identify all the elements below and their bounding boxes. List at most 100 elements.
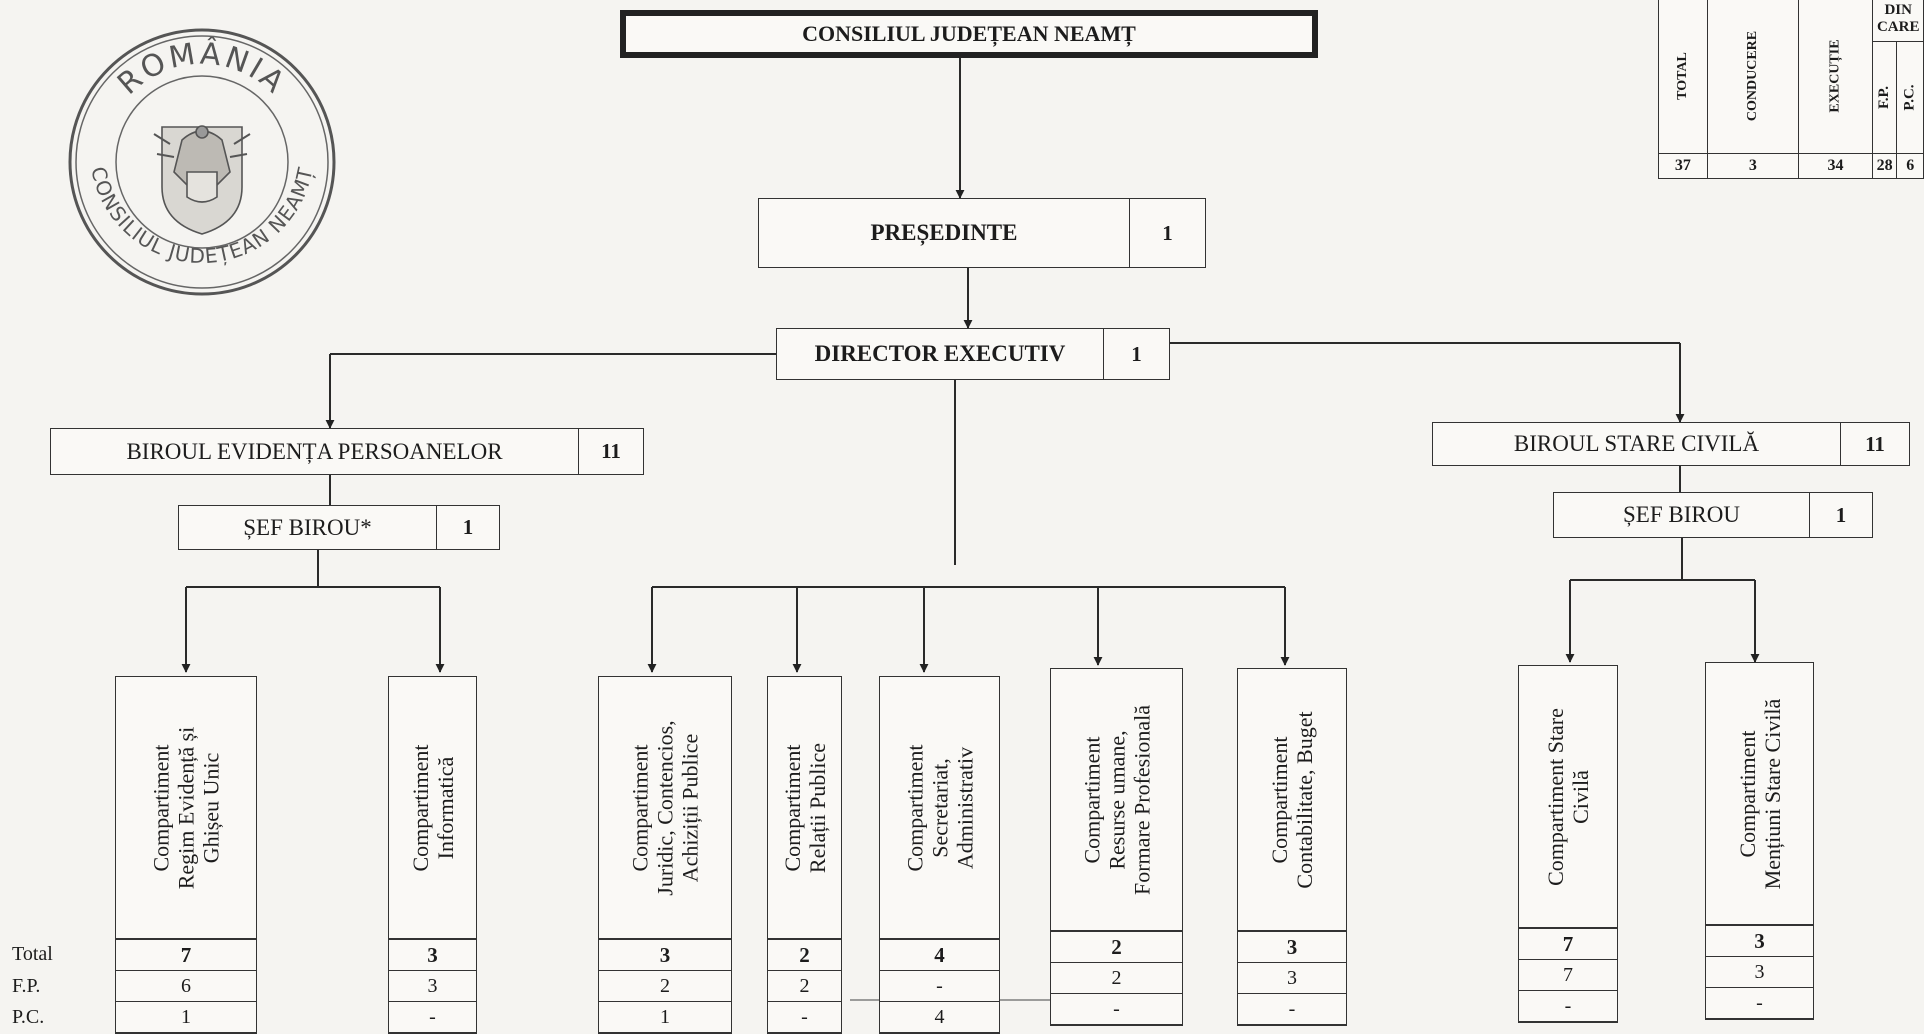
bureau-evidenta-count: 11 xyxy=(578,429,643,474)
value-fp: 3 xyxy=(1238,963,1346,994)
council-title-box: CONSILIUL JUDEȚEAN NEAMȚ xyxy=(620,10,1318,58)
value-total: 3 xyxy=(389,940,476,971)
bureau-stare-civila-count: 11 xyxy=(1840,423,1909,465)
values-mentiuni: 3 3 - xyxy=(1705,925,1814,1020)
value-total: 7 xyxy=(1519,929,1617,960)
value-fp: 2 xyxy=(1051,963,1182,994)
dept-line: Formare Profesională xyxy=(1129,704,1154,895)
council-stamp: ROMÂNIA CONSILIUL JUDEȚEAN NEAMȚ xyxy=(68,28,336,296)
dept-line: Compartiment xyxy=(407,743,433,872)
value-pc: - xyxy=(1706,988,1813,1019)
value-fp: 2 xyxy=(599,971,731,1002)
dept-line: Ghișeu Unic xyxy=(198,752,224,863)
dept-line: Secretariat, xyxy=(927,757,952,858)
dept-line: Administrativ xyxy=(952,746,977,869)
summary-header-conducere: CONDUCERE xyxy=(1744,30,1760,121)
summary-value-conducere: 3 xyxy=(1706,153,1799,179)
summary-header-din-care: DIN CARE xyxy=(1872,0,1924,42)
staff-summary-table: TOTAL CONDUCERE EXECUȚIE DIN CARE F.P. P… xyxy=(1658,0,1924,179)
values-juridic: 3 2 1 xyxy=(598,939,732,1034)
summary-header-pc: P.C. xyxy=(1901,84,1918,111)
bureau-stare-civila-box: BIROUL STARE CIVILĂ 11 xyxy=(1432,422,1910,466)
summary-value-pc: 6 xyxy=(1896,153,1924,179)
bureau-evidenta-label: BIROUL EVIDENȚA PERSOANELOR xyxy=(126,438,503,464)
chief-right-count: 1 xyxy=(1809,493,1872,537)
value-pc: - xyxy=(1519,991,1617,1022)
value-pc: - xyxy=(768,1002,841,1033)
value-total: 3 xyxy=(599,940,731,971)
president-label: PREȘEDINTE xyxy=(870,220,1018,245)
chief-left-box: ȘEF BIROU* 1 xyxy=(178,505,500,550)
value-fp: 3 xyxy=(389,971,476,1002)
value-total: 2 xyxy=(768,940,841,971)
dept-line: Civilă xyxy=(1568,769,1593,824)
value-pc: 1 xyxy=(116,1002,256,1033)
values-resurse-umane: 2 2 - xyxy=(1050,931,1183,1026)
summary-header-total: TOTAL xyxy=(1674,51,1690,100)
value-total: 3 xyxy=(1238,932,1346,963)
chief-left-label: ȘEF BIROU* xyxy=(243,514,372,540)
value-fp: 2 xyxy=(768,971,841,1002)
value-pc: - xyxy=(389,1002,476,1033)
council-title: CONSILIUL JUDEȚEAN NEAMȚ xyxy=(802,21,1136,46)
dept-line: Contabilitate, Buget xyxy=(1292,710,1317,889)
value-pc: - xyxy=(1051,994,1182,1025)
values-contabilitate: 3 3 - xyxy=(1237,931,1347,1026)
summary-value-executie: 34 xyxy=(1797,153,1874,179)
value-pc: 4 xyxy=(880,1002,999,1033)
dept-line: Compartiment xyxy=(779,743,805,872)
value-fp: - xyxy=(880,971,999,1002)
dept-line: Juridic, Contencios, xyxy=(652,719,678,896)
value-fp: 3 xyxy=(1706,957,1813,988)
value-pc: - xyxy=(1238,994,1346,1025)
dept-line: Resurse umane, xyxy=(1104,729,1129,870)
dept-line: Compartiment xyxy=(1267,735,1292,864)
row-label-total: Total xyxy=(12,943,53,965)
value-fp: 6 xyxy=(116,971,256,1002)
values-stare-civila: 7 7 - xyxy=(1518,928,1618,1023)
dept-line: Achiziții Publice xyxy=(677,733,703,882)
dept-line: Informatică xyxy=(432,756,458,859)
chief-right-box: ȘEF BIROU 1 xyxy=(1553,492,1873,538)
chief-left-count: 1 xyxy=(436,506,499,549)
dept-line: Compartiment xyxy=(627,743,653,872)
value-total: 3 xyxy=(1706,926,1813,957)
dept-line: Mențiuni Stare Civilă xyxy=(1759,698,1785,889)
values-secretariat: 4 - 4 xyxy=(879,939,1000,1034)
value-total: 2 xyxy=(1051,932,1182,963)
dept-line: Compartiment xyxy=(1079,735,1104,864)
dept-line: Compartiment xyxy=(148,743,174,872)
director-box: DIRECTOR EXECUTIV 1 xyxy=(776,328,1170,380)
row-label-pc: P.C. xyxy=(12,1006,45,1028)
dept-line: Compartiment Stare xyxy=(1543,707,1568,886)
director-label: DIRECTOR EXECUTIV xyxy=(814,341,1066,366)
dept-line: Relații Publice xyxy=(804,742,830,873)
values-informatica: 3 3 - xyxy=(388,939,477,1034)
chief-right-label: ȘEF BIROU xyxy=(1623,502,1740,527)
summary-header-executie: EXECUȚIE xyxy=(1827,38,1843,113)
coat-of-arms-icon xyxy=(153,125,251,235)
bureau-evidenta-box: BIROUL EVIDENȚA PERSOANELOR 11 xyxy=(50,428,644,475)
bureau-stare-civila-label: BIROUL STARE CIVILĂ xyxy=(1513,431,1760,456)
director-count: 1 xyxy=(1103,329,1169,379)
summary-value-fp: 28 xyxy=(1872,153,1898,179)
value-fp: 7 xyxy=(1519,960,1617,991)
dept-line: Regim Evidență și xyxy=(173,726,199,889)
value-pc: 1 xyxy=(599,1002,731,1033)
value-total: 7 xyxy=(116,940,256,971)
president-box: PREȘEDINTE 1 xyxy=(758,198,1206,268)
values-relatii-publice: 2 2 - xyxy=(767,939,842,1034)
president-count: 1 xyxy=(1129,199,1205,267)
summary-value-total: 37 xyxy=(1658,153,1708,179)
value-total: 4 xyxy=(880,940,999,971)
